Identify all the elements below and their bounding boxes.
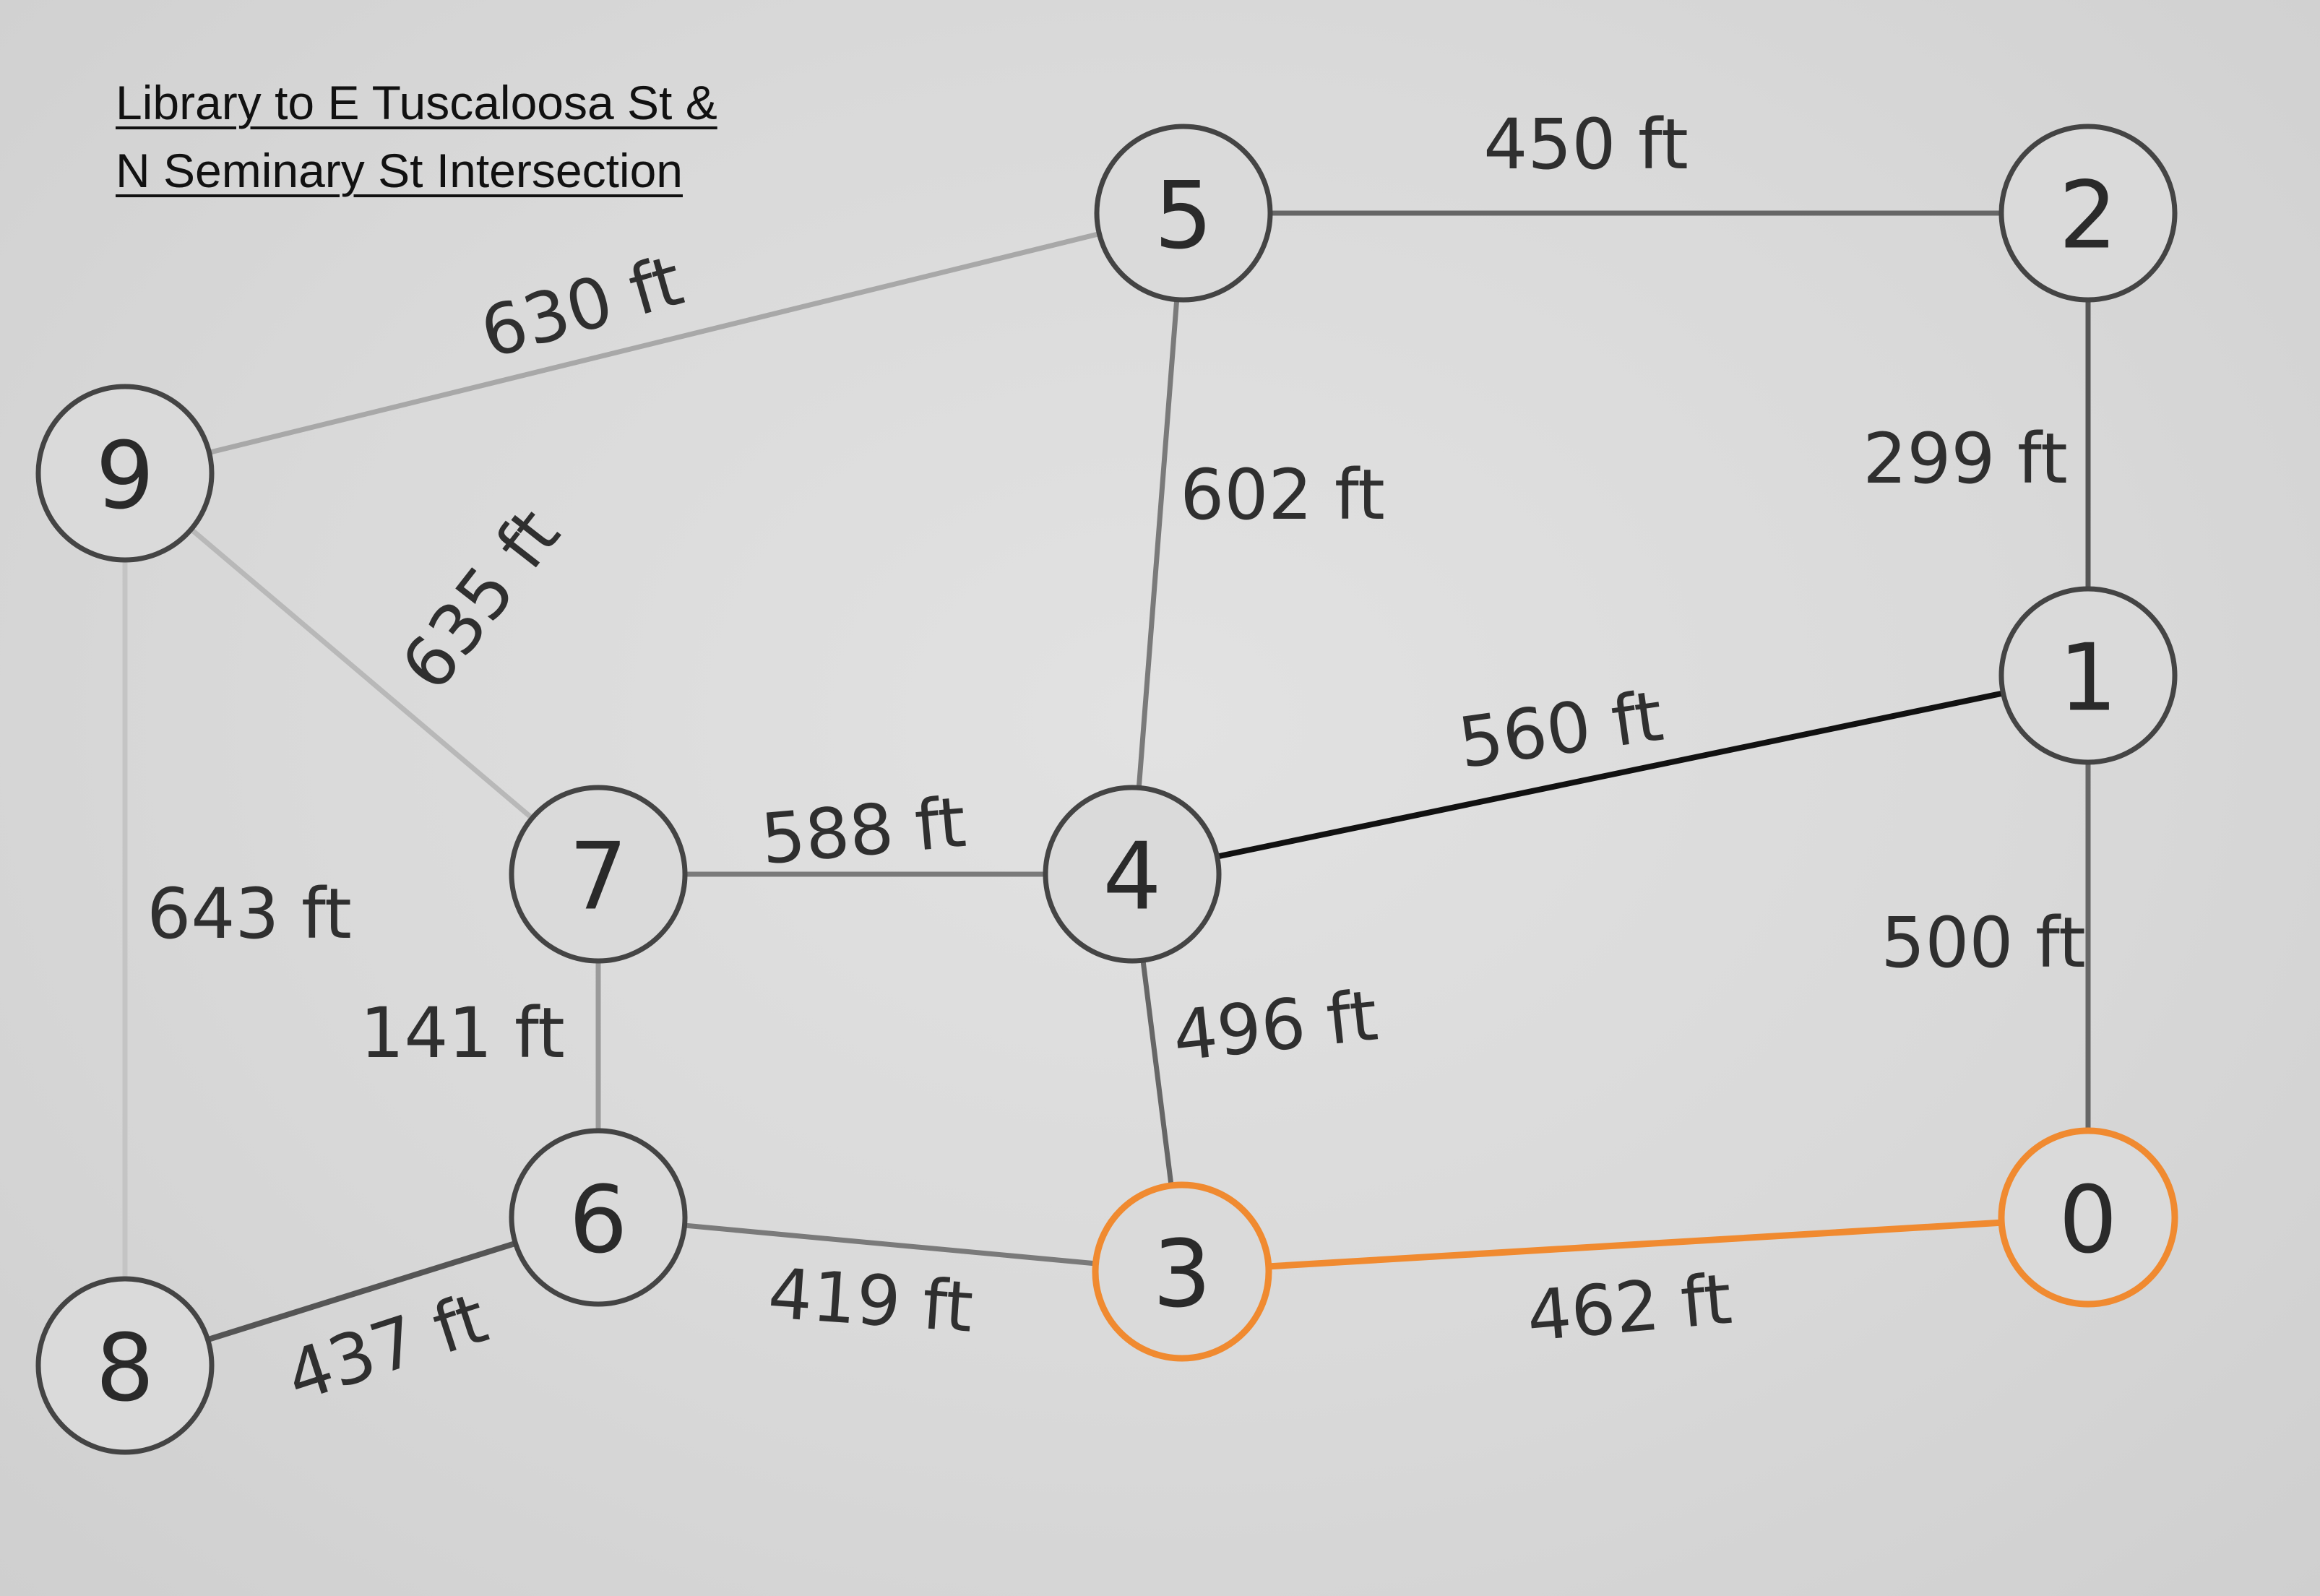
node-circle-2 [1998, 124, 2178, 303]
node-label-2: 2 [2058, 163, 2117, 270]
node-circle-0 [1998, 1127, 2178, 1308]
edge-9-7 [122, 470, 601, 877]
title-line-1: Library to E Tuscaloosa St & [116, 76, 717, 129]
edge-6-3 [595, 1215, 1185, 1274]
edge-label-7-4: 588 ft [758, 782, 969, 880]
edge-label-6-3: 419 ft [766, 1253, 976, 1348]
node-3: 3 [1092, 1181, 1272, 1362]
node-circle-7 [509, 785, 688, 964]
node-label-4: 4 [1103, 824, 1161, 931]
node-label-9: 9 [95, 423, 154, 530]
node-circle-3 [1092, 1181, 1272, 1362]
edge-5-4 [1129, 210, 1186, 877]
diagram-title: Library to E Tuscaloosa St & N Seminary … [116, 69, 717, 204]
edge-label-9-7: 635 ft [386, 494, 576, 705]
node-label-0: 0 [2058, 1167, 2117, 1274]
edge-label-2-1: 299 ft [1863, 418, 2068, 499]
edge-3-0 [1178, 1214, 2092, 1275]
edge-label-9-5: 630 ft [472, 240, 691, 374]
node-circle-5 [1094, 124, 1273, 303]
node-5: 5 [1094, 124, 1273, 303]
node-circle-8 [35, 1276, 215, 1455]
node-7: 7 [509, 785, 688, 964]
node-9: 9 [35, 384, 215, 563]
title-line-2: N Seminary St Intersection [116, 144, 683, 197]
edge-label-8-6: 437 ft [277, 1277, 496, 1418]
edge-label-5-4: 602 ft [1180, 454, 1385, 535]
node-label-6: 6 [569, 1167, 627, 1274]
node-1: 1 [1998, 586, 2178, 765]
edge-label-5-2: 450 ft [1483, 104, 1689, 185]
edge-label-7-6: 141 ft [360, 993, 565, 1074]
node-layer: 0 1 2 3 4 5 6 7 8 9 [35, 124, 2178, 1455]
node-4: 4 [1043, 785, 1222, 964]
node-6: 6 [509, 1128, 688, 1307]
node-0: 0 [1998, 1127, 2178, 1308]
edge-9-5 [122, 210, 1186, 476]
node-circle-6 [509, 1128, 688, 1307]
node-circle-1 [1998, 586, 2178, 765]
edge-label-9-8: 643 ft [147, 874, 352, 954]
edge-4-1 [1129, 673, 2091, 877]
edge-label-4-3: 496 ft [1169, 975, 1381, 1077]
edge-label-3-0: 462 ft [1524, 1259, 1735, 1357]
node-2: 2 [1998, 124, 2178, 303]
node-circle-4 [1043, 785, 1222, 964]
node-8: 8 [35, 1276, 215, 1455]
edge-label-1-0: 500 ft [1881, 902, 2086, 983]
node-label-8: 8 [95, 1315, 154, 1423]
node-circle-9 [35, 384, 215, 563]
node-label-1: 1 [2058, 625, 2117, 733]
node-label-7: 7 [569, 824, 627, 931]
node-label-5: 5 [1154, 163, 1212, 270]
node-label-3: 3 [1152, 1221, 1211, 1329]
